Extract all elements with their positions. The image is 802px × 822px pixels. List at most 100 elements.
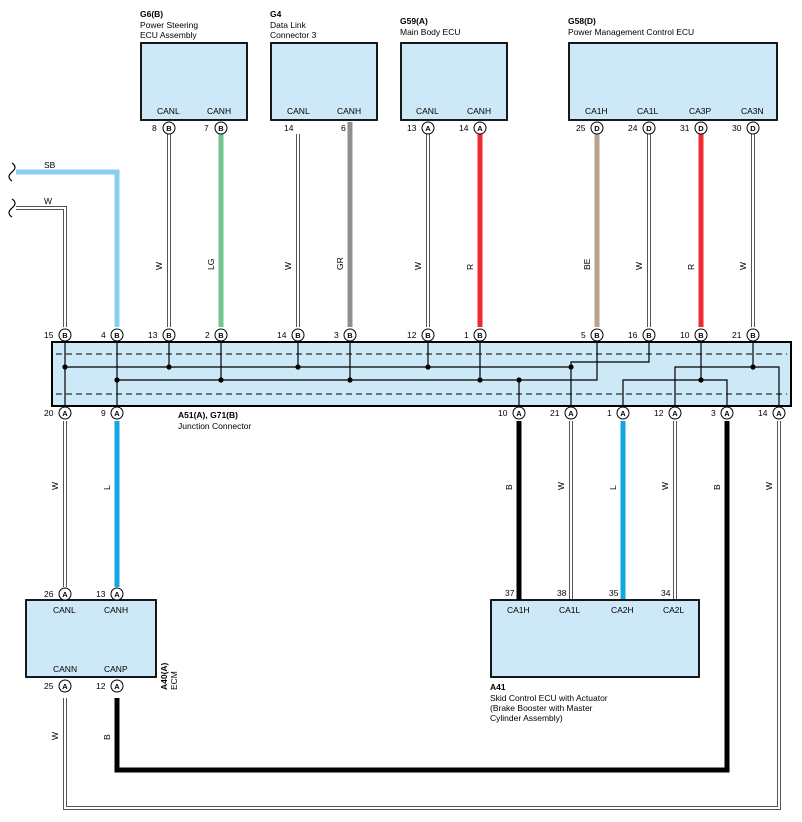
ecm-name: ECM	[169, 671, 179, 690]
g6-id: G6(B)	[140, 9, 163, 19]
svg-text:3: 3	[334, 330, 339, 340]
bottom-wires	[63, 421, 781, 810]
svg-text:12: 12	[407, 330, 417, 340]
svg-text:3: 3	[711, 408, 716, 418]
svg-text:38: 38	[557, 588, 567, 598]
svg-text:B: B	[347, 331, 353, 340]
wire-a3-canp	[114, 421, 730, 773]
wlabel-g58-ca1l: W	[634, 262, 644, 270]
svg-text:10: 10	[498, 408, 508, 418]
wlabel-g59-canh: R	[465, 264, 475, 270]
svg-text:8: 8	[152, 123, 157, 133]
ecm-id: A40(A)	[159, 662, 169, 690]
junction-connector: A51(A), G71(B) Junction Connector	[51, 341, 792, 431]
component-g59: G59(A) Main Body ECU CANL CANH	[400, 16, 508, 121]
junction-id: A51(A), G71(B)	[178, 410, 238, 420]
wire-break-w	[8, 198, 16, 218]
g59-pin-canh: CANH	[467, 106, 491, 116]
ecm-pin-canp: CANP	[104, 664, 128, 674]
wire-w-top-outline	[16, 206, 67, 327]
wlabel-a9: L	[102, 485, 112, 490]
wlabel-a12: W	[660, 482, 670, 490]
wlabel-ecm-cann: W	[50, 732, 60, 740]
svg-text:35: 35	[609, 588, 619, 598]
svg-text:13: 13	[407, 123, 417, 133]
wlabel-w-top: W	[44, 196, 52, 206]
svg-text:20: 20	[44, 408, 54, 418]
svg-text:A: A	[672, 409, 678, 418]
svg-text:14: 14	[758, 408, 768, 418]
svg-text:D: D	[698, 124, 704, 133]
svg-text:2: 2	[205, 330, 210, 340]
svg-text:21: 21	[550, 408, 560, 418]
wlabel-sb: SB	[44, 160, 56, 170]
svg-text:5: 5	[581, 330, 586, 340]
svg-text:B: B	[425, 331, 431, 340]
component-g6: G6(B) Power Steering ECU Assembly CANL C…	[140, 9, 248, 121]
svg-text:24: 24	[628, 123, 638, 133]
svg-text:14: 14	[284, 123, 294, 133]
wlabel-a20: W	[50, 482, 60, 490]
a41-pin-ca2l: CA2L	[663, 605, 685, 615]
svg-text:9: 9	[101, 408, 106, 418]
top-wire-labels: SB W W LG W GR W R BE W R W	[44, 160, 748, 270]
wlabel-a10: B	[504, 484, 514, 490]
svg-text:13: 13	[96, 589, 106, 599]
wlabel-g58-ca3n: W	[738, 262, 748, 270]
svg-text:1: 1	[464, 330, 469, 340]
svg-text:A: A	[62, 590, 68, 599]
wire-break-sb	[8, 162, 16, 182]
g6-pin-canh: CANH	[207, 106, 231, 116]
a41-name-2: (Brake Booster with Master	[490, 703, 593, 713]
svg-text:A: A	[62, 409, 68, 418]
wire-w-top	[16, 207, 66, 327]
svg-text:12: 12	[654, 408, 664, 418]
svg-text:A: A	[568, 409, 574, 418]
g58-pin-ca1l: CA1L	[637, 106, 659, 116]
svg-text:A: A	[776, 409, 782, 418]
svg-text:12: 12	[96, 681, 106, 691]
g58-pin-ca3p: CA3P	[689, 106, 712, 116]
g58-id: G58(D)	[568, 16, 596, 26]
ecm-pin-cann: CANN	[53, 664, 77, 674]
svg-text:10: 10	[680, 330, 690, 340]
wlabel-a1: L	[608, 485, 618, 490]
svg-text:37: 37	[505, 588, 515, 598]
g59-pin-canl: CANL	[416, 106, 439, 116]
wlabel-g4-canl: W	[283, 262, 293, 270]
svg-text:A: A	[724, 409, 730, 418]
svg-text:B: B	[166, 124, 172, 133]
wlabel-a3: B	[712, 484, 722, 490]
wire-sb	[16, 169, 120, 327]
component-g4: G4 Data Link Connector 3 CANL CANH	[270, 9, 378, 121]
g58-pin-ca1h: CA1H	[585, 106, 608, 116]
svg-text:A: A	[114, 682, 120, 691]
svg-text:A: A	[477, 124, 483, 133]
a41-pin-ca2h: CA2H	[611, 605, 634, 615]
component-a40-ecm: CANL CANH CANN CANP A40(A) ECM	[25, 599, 179, 690]
svg-text:B: B	[218, 124, 224, 133]
ecm-pin-canl: CANL	[53, 605, 76, 615]
ecm-pin-canh: CANH	[104, 605, 128, 615]
a41-name-1: Skid Control ECU with Actuator	[490, 693, 608, 703]
svg-text:D: D	[750, 124, 756, 133]
g4-id: G4	[270, 9, 282, 19]
bottom-wire-labels: W L B W L W B W W B	[50, 482, 774, 740]
g4-pin-canh: CANH	[337, 106, 361, 116]
svg-text:B: B	[698, 331, 704, 340]
g6-name-2: ECU Assembly	[140, 30, 197, 40]
svg-text:B: B	[594, 331, 600, 340]
g58-name-1: Power Management Control ECU	[568, 27, 694, 37]
svg-text:B: B	[166, 331, 172, 340]
svg-text:30: 30	[732, 123, 742, 133]
svg-text:A: A	[516, 409, 522, 418]
g4-name-1: Data Link	[270, 20, 307, 30]
a41-pin-ca1h: CA1H	[507, 605, 530, 615]
g59-name-1: Main Body ECU	[400, 27, 460, 37]
g6-pin-canl: CANL	[157, 106, 180, 116]
svg-text:14: 14	[277, 330, 287, 340]
svg-text:4: 4	[101, 330, 106, 340]
svg-text:A: A	[62, 682, 68, 691]
top-wires	[8, 122, 755, 327]
